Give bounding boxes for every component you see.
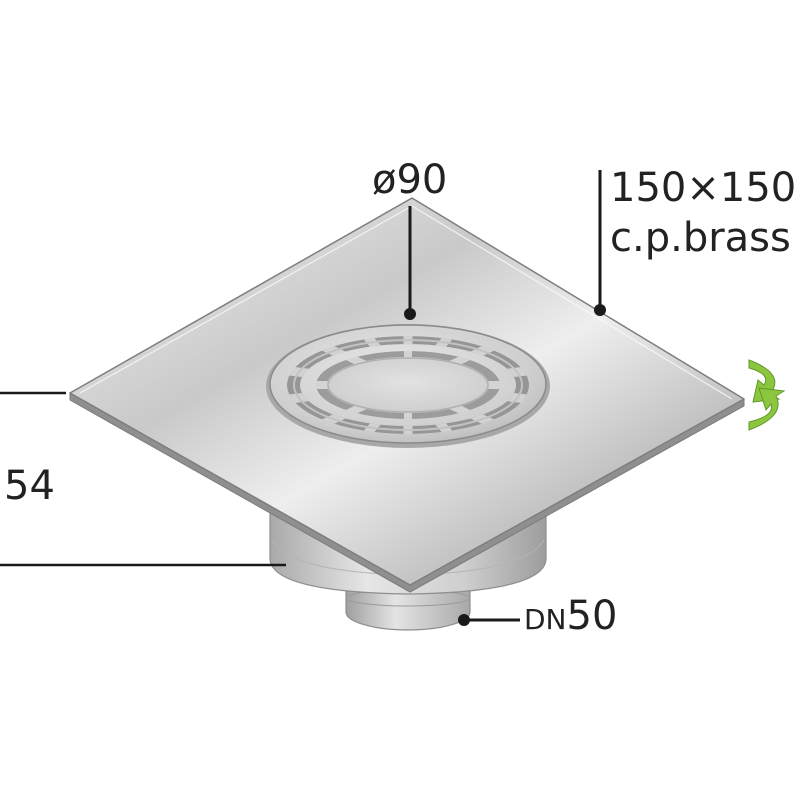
plate-size-label: 150×150 <box>610 165 797 211</box>
height-dimension <box>0 391 286 567</box>
outlet-prefix: DN <box>524 603 567 636</box>
outlet-value: 50 <box>566 593 618 639</box>
outlet-size-label: DN50 <box>524 596 617 636</box>
outlet-leader-dot <box>458 614 470 626</box>
height-label: 54 <box>4 463 55 509</box>
material-leader-dot <box>594 304 606 316</box>
diameter-leader-dot <box>404 308 416 320</box>
grate-diameter-label: ø90 <box>372 157 448 203</box>
leader-lines <box>404 170 606 626</box>
round-grate <box>266 324 550 448</box>
plate-material-label: c.p.brass <box>610 215 791 261</box>
rotate-arrows-icon <box>748 359 786 431</box>
